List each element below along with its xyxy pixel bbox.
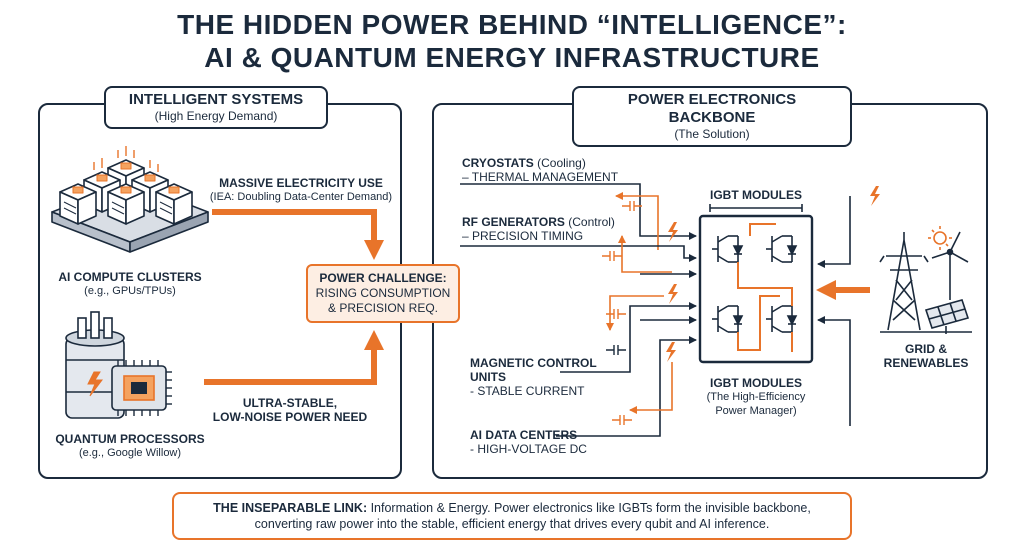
cryostats-tag: (Cooling) (537, 156, 586, 170)
igbt-connections (460, 183, 870, 437)
cryostats-label: CRYOSTATS (462, 156, 534, 170)
igbt-bottom-label: IGBT MODULES (710, 376, 802, 390)
main-title-line2: AI & QUANTUM ENERGY INFRASTRUCTURE (204, 42, 820, 73)
lightning-bolt-icon (666, 186, 880, 362)
datacenters-label: AI DATA CENTERS (470, 428, 578, 442)
power-need-line2: LOW-NOISE POWER NEED (212, 410, 368, 424)
circuit-symbols (602, 201, 642, 425)
grid-renewables-icon (879, 226, 972, 334)
ai-clusters-label: AI COMPUTE CLUSTERS (58, 270, 202, 284)
main-title-line1: THE HIDDEN POWER BEHIND “INTELLIGENCE”: (177, 9, 847, 40)
datacenters-label-group: AI DATA CENTERS - HIGH-VOLTAGE DC (470, 428, 620, 456)
power-challenge-line1: RISING CONSUMPTION (315, 286, 451, 300)
right-panel-subtitle: (The Solution) (674, 127, 750, 141)
footer-text2: converting raw power into the stable, ef… (254, 517, 770, 531)
right-panel-title: POWER ELECTRONICS BACKBONE (627, 91, 797, 126)
rf-label: RF GENERATORS (462, 215, 565, 229)
rf-label-group: RF GENERATORS (Control) – PRECISION TIMI… (462, 215, 632, 243)
footer-text1: Information & Energy. Power electronics … (367, 501, 811, 515)
electricity-flow-arrow (212, 209, 384, 260)
footer-box: THE INSEPARABLE LINK: Information & Ener… (172, 492, 852, 540)
igbt-module-icon (698, 204, 814, 364)
left-panel-subtitle: (High Energy Demand) (154, 109, 278, 123)
ai-clusters-label-group: AI COMPUTE CLUSTERS (e.g., GPUs/TPUs) (40, 270, 220, 298)
quantum-label: QUANTUM PROCESSORS (55, 432, 205, 446)
power-challenge-heading: POWER CHALLENGE: (319, 271, 447, 285)
magnetic-line1: MAGNETIC CONTROL (470, 356, 597, 370)
electricity-label: MASSIVE ELECTRICITY USE (219, 176, 383, 190)
quantum-label-group: QUANTUM PROCESSORS (e.g., Google Willow) (40, 432, 220, 460)
electricity-label-group: MASSIVE ELECTRICITY USE (IEA: Doubling D… (206, 176, 396, 204)
cryostats-label-group: CRYOSTATS (Cooling) – THERMAL MANAGEMENT (462, 156, 632, 184)
grid-line2: RENEWABLES (883, 356, 969, 370)
magnetic-sub: - STABLE CURRENT (470, 384, 585, 398)
igbt-bottom-line2: Power Manager) (715, 405, 797, 417)
power-need-flow-arrow (204, 330, 384, 385)
rf-sub: – PRECISION TIMING (462, 229, 584, 243)
left-panel-heading: INTELLIGENT SYSTEMS (High Energy Demand) (104, 86, 328, 129)
magnetic-line2: UNITS (470, 370, 506, 384)
power-challenge-box: POWER CHALLENGE: RISING CONSUMPTION & PR… (306, 264, 460, 323)
grid-label-group: GRID & RENEWABLES (876, 342, 976, 370)
ai-clusters-sub: (e.g., GPUs/TPUs) (84, 285, 176, 297)
igbt-top-label: IGBT MODULES (710, 188, 802, 202)
footer-lead: THE INSEPARABLE LINK: (213, 501, 368, 515)
datacenters-sub: - HIGH-VOLTAGE DC (470, 442, 587, 456)
right-panel-heading: POWER ELECTRONICS BACKBONE (The Solution… (572, 86, 852, 147)
magnetic-label-group: MAGNETIC CONTROL UNITS - STABLE CURRENT (470, 356, 620, 398)
left-panel-title: INTELLIGENT SYSTEMS (128, 91, 304, 108)
electricity-sub: (IEA: Doubling Data-Center Demand) (209, 191, 393, 203)
quantum-processor-icon (65, 311, 172, 419)
ai-compute-cluster-icon (51, 146, 209, 253)
igbt-bottom-label-group: IGBT MODULES (The High-Efficiency Power … (690, 376, 822, 418)
cryostats-sub: – THERMAL MANAGEMENT (462, 170, 619, 184)
quantum-sub: (e.g., Google Willow) (78, 447, 182, 459)
rf-tag: (Control) (568, 215, 615, 229)
igbt-bottom-line1: (The High-Efficiency (706, 391, 806, 403)
power-challenge-line2: & PRECISION REQ. (327, 301, 439, 315)
power-need-label-group: ULTRA-STABLE, LOW-NOISE POWER NEED (210, 396, 370, 424)
grid-line1: GRID & (905, 342, 947, 356)
power-need-line1: ULTRA-STABLE, (242, 396, 338, 410)
